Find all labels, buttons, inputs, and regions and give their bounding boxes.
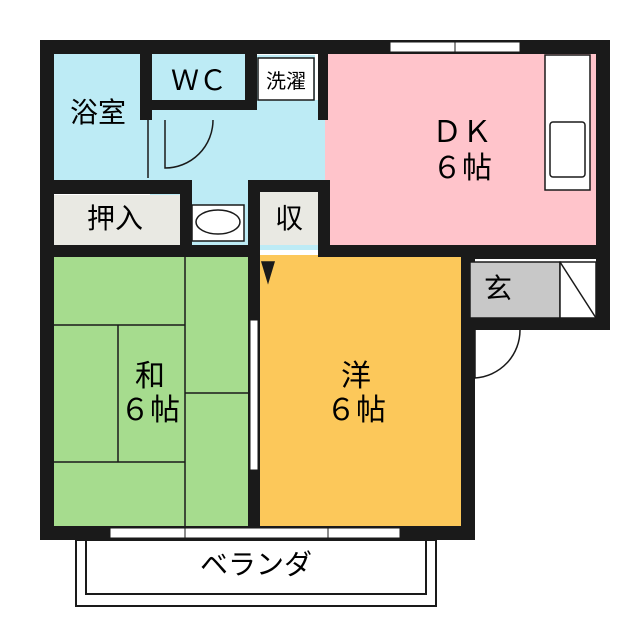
doors — [147, 119, 521, 379]
closet-fill — [50, 195, 185, 245]
balcony — [75, 539, 437, 607]
dk-name-label: ＤＫ — [432, 115, 492, 150]
storage-fill — [258, 190, 323, 245]
laundry-label: 洗濯 — [266, 69, 306, 93]
yoshitsu-fill — [260, 255, 470, 530]
bath-fill — [50, 50, 150, 190]
windows — [109, 41, 521, 539]
yoshitsu-size-label: ６帖 — [326, 393, 386, 428]
laundry-box — [257, 57, 315, 101]
washitsu-size-label: ６帖 — [120, 393, 180, 428]
washitsu-name-label: 和 — [135, 359, 165, 394]
storage-label: 収 — [275, 202, 303, 235]
bath-label: 浴室 — [70, 96, 126, 129]
washbasin — [191, 204, 245, 242]
wc-label: ＷＣ — [171, 64, 227, 97]
yoshitsu-name-label: 洋 — [341, 359, 371, 394]
dk-size-label: ６帖 — [432, 151, 492, 186]
balcony-label: ベランダ — [200, 548, 312, 581]
wc-fill — [150, 50, 245, 105]
entrance-box — [469, 261, 597, 319]
entrance-label: 玄 — [484, 272, 512, 305]
tatami-lines — [50, 255, 255, 530]
kitchen-counter — [544, 54, 591, 191]
closet-label: 押入 — [87, 202, 143, 235]
